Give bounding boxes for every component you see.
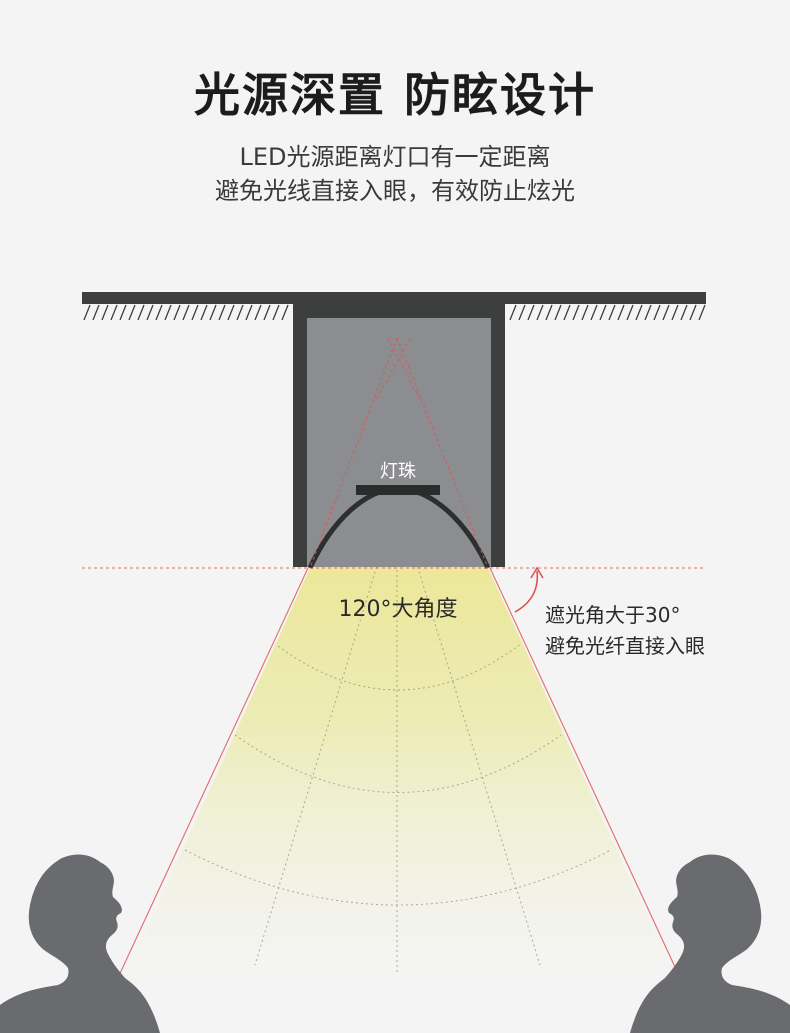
led-chip [356, 485, 440, 495]
ceiling-hatch-mark [182, 304, 190, 321]
arrow-up-icon [514, 566, 544, 613]
person-silhouette-right [630, 854, 790, 1033]
ceiling-hatch-mark [155, 304, 163, 321]
page-title: 光源深置 防眩设计 [193, 68, 596, 122]
ceiling-hatch-mark [653, 304, 661, 321]
ceiling-hatch-mark [554, 304, 562, 321]
ceiling [82, 292, 706, 321]
ceiling-hatch-mark [236, 304, 244, 321]
beam-arc-2 [234, 734, 562, 793]
ceiling-hatch-mark [281, 304, 289, 321]
ceiling-hatch-mark [209, 304, 217, 321]
ceiling-hatch-mark [617, 304, 625, 321]
ceiling-hatch-mark [545, 304, 553, 321]
light-beam [110, 488, 690, 1010]
ceiling-hatch-mark [200, 304, 208, 321]
ceiling-hatch-mark [635, 304, 643, 321]
ceiling-hatch-mark [146, 304, 154, 321]
ceiling-hatch-mark [671, 304, 679, 321]
ceiling-hatch-mark [698, 304, 706, 321]
shielding-lines [82, 337, 706, 996]
ceiling-hatch-mark [245, 304, 253, 321]
ceiling-hatch-mark [164, 304, 172, 321]
ceiling-hatch-mark [254, 304, 262, 321]
ceiling-hatch-mark [263, 304, 271, 321]
ceiling-hatch-mark [101, 304, 109, 321]
ceiling-hatch-mark [599, 304, 607, 321]
shielding-note-line-1: 遮光角大于30° [545, 603, 680, 627]
beam-angle-label: 120°大角度 [339, 597, 458, 622]
beam-arc-1 [269, 639, 527, 691]
ceiling-hatch-mark [590, 304, 598, 321]
beam-ray-3 [396, 499, 541, 966]
cutoff-line-left [109, 567, 309, 996]
ceiling-hatch-mark [527, 304, 535, 321]
shielding-note-line-2: 避免光纤直接入眼 [545, 634, 705, 658]
ceiling-hatch-mark [572, 304, 580, 321]
beam-ray-1 [254, 499, 398, 966]
downlight-housing [293, 302, 505, 567]
ceiling-hatch-mark [563, 304, 571, 321]
ceiling-hatch-mark [83, 304, 91, 321]
ceiling-hatch-mark [110, 304, 118, 321]
ceiling-hatch-mark [680, 304, 688, 321]
ceiling-hatch-mark [518, 304, 526, 321]
ceiling-hatch-mark [218, 304, 226, 321]
subtitle-line-2: 避免光线直接入眼，有效防止炫光 [215, 177, 575, 205]
ceiling-hatch-mark [173, 304, 181, 321]
ceiling-hatch-mark [191, 304, 199, 321]
ray-right-up [396, 337, 489, 569]
ceiling-hatch-mark [536, 304, 544, 321]
ceiling-hatch-mark [509, 304, 517, 321]
ceiling-hatch-mark [608, 304, 616, 321]
ray-left-up [309, 337, 398, 569]
ceiling-hatch-mark [128, 304, 136, 321]
ceiling-hatch-mark [227, 304, 235, 321]
ceiling-hatch-mark [581, 304, 589, 321]
ceiling-hatch-mark [662, 304, 670, 321]
ceiling-hatch-mark [644, 304, 652, 321]
ceiling-hatch-right [509, 304, 706, 321]
person-silhouette-left [0, 854, 160, 1033]
led-label: 灯珠 [380, 461, 416, 482]
beam-arc-3 [184, 849, 612, 906]
ceiling-hatch-mark [272, 304, 280, 321]
cutoff-line-right [489, 567, 689, 996]
subtitle-line-1: LED光源距离灯口有一定距离 [239, 143, 551, 171]
ceiling-hatch-mark [137, 304, 145, 321]
ceiling-hatch-left [83, 304, 289, 321]
ceiling-hatch-mark [119, 304, 127, 321]
ceiling-hatch-mark [689, 304, 697, 321]
ceiling-hatch-mark [626, 304, 634, 321]
ceiling-hatch-mark [92, 304, 100, 321]
